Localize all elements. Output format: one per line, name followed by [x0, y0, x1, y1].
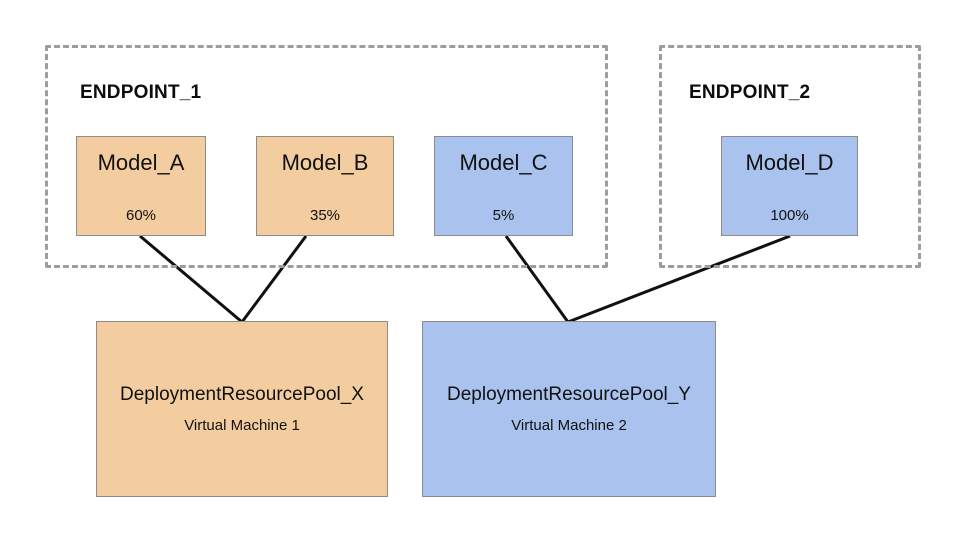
- model-node-d[interactable]: Model_D 100%: [721, 136, 858, 236]
- model-node-a[interactable]: Model_A 60%: [76, 136, 206, 236]
- endpoint-group-2[interactable]: [659, 45, 921, 268]
- resource-pool-node-x-title: DeploymentResourcePool_X: [120, 384, 364, 405]
- model-node-b-traffic-split: 35%: [309, 207, 341, 224]
- resource-pool-node-y[interactable]: DeploymentResourcePool_Y Virtual Machine…: [422, 321, 716, 497]
- model-node-a-title: Model_A: [97, 150, 185, 175]
- model-node-d-title: Model_D: [745, 150, 834, 175]
- endpoint-group-1-label: ENDPOINT_1: [80, 82, 202, 103]
- endpoint-group-1[interactable]: [45, 45, 608, 268]
- model-node-a-traffic-split: 60%: [125, 207, 157, 224]
- model-node-b[interactable]: Model_B 35%: [256, 136, 394, 236]
- model-node-c[interactable]: Model_C 5%: [434, 136, 573, 236]
- resource-pool-node-y-title: DeploymentResourcePool_Y: [447, 384, 691, 405]
- model-node-d-traffic-split: 100%: [770, 207, 809, 224]
- resource-pool-node-x[interactable]: DeploymentResourcePool_X Virtual Machine…: [96, 321, 388, 497]
- model-node-b-title: Model_B: [281, 150, 369, 175]
- resource-pool-node-y-subtitle: Virtual Machine 2: [511, 417, 627, 434]
- endpoint-group-2-label: ENDPOINT_2: [689, 82, 811, 103]
- model-node-c-traffic-split: 5%: [492, 207, 515, 224]
- resource-pool-node-x-subtitle: Virtual Machine 1: [184, 417, 300, 434]
- model-node-c-title: Model_C: [459, 150, 548, 175]
